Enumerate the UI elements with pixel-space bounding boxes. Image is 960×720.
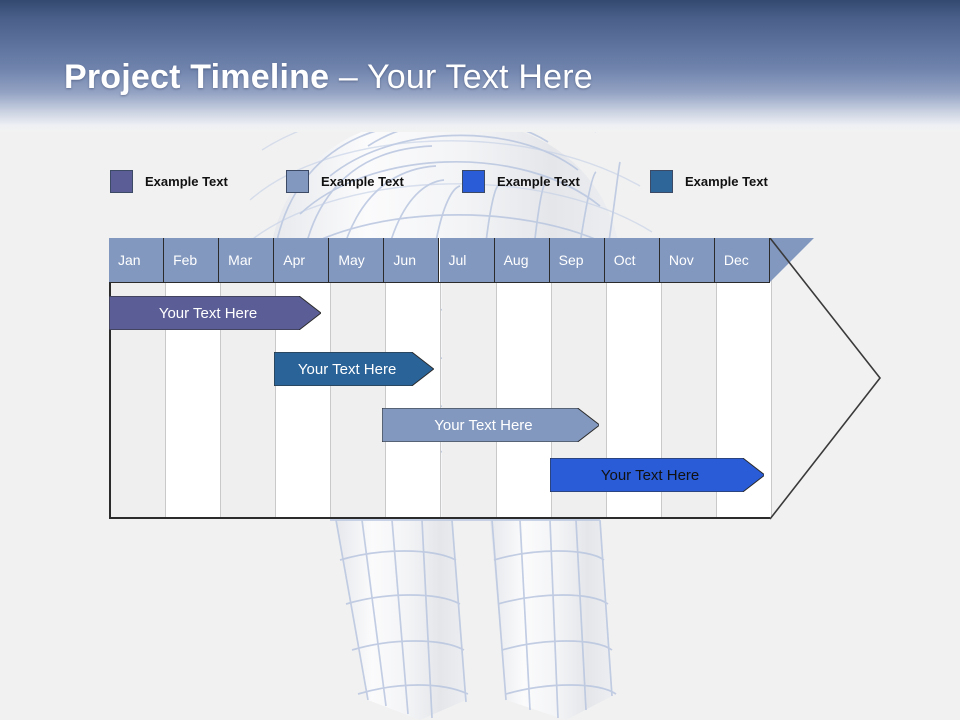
legend-item-4[interactable]: Example Text: [650, 166, 768, 196]
task-bar-label-4: Your Text Here: [600, 466, 700, 484]
timeline-column-jan: [111, 238, 167, 517]
timeline-task-bar-1[interactable]: Your Text Here: [109, 296, 322, 330]
month-header-may[interactable]: May: [329, 238, 385, 282]
timeline-task-bar-4[interactable]: Your Text Here: [549, 458, 765, 492]
legend-item-1[interactable]: Example Text: [110, 166, 228, 196]
page-title-rest: – Your Text Here: [329, 58, 593, 96]
timeline-column-mar: [221, 238, 277, 517]
legend: Example Text Example Text Example Text Exam…: [110, 166, 830, 196]
month-header-nov[interactable]: Nov: [659, 238, 715, 282]
header-arrow-cap: [770, 238, 814, 282]
legend-swatch-icon-2: [286, 169, 309, 193]
timeline-column-aug: [496, 238, 552, 517]
timeline-task-bar-2[interactable]: Your Text Here: [274, 352, 434, 386]
month-header-apr[interactable]: Apr: [274, 238, 330, 282]
page-title-bold: Project Timeline: [64, 58, 330, 96]
month-header-oct[interactable]: Oct: [604, 238, 660, 282]
legend-label-4: Example Text: [685, 173, 768, 189]
legend-swatch-icon-3: [462, 169, 485, 193]
month-header-dec[interactable]: Dec: [714, 238, 770, 282]
legend-item-2[interactable]: Example Text: [286, 166, 404, 196]
month-header-jan[interactable]: Jan: [109, 238, 165, 282]
header-underline: [109, 282, 770, 283]
legend-label-3: Example Text: [497, 173, 580, 189]
month-header-sep[interactable]: Sep: [549, 238, 605, 282]
month-header-aug[interactable]: Aug: [494, 238, 550, 282]
timeline-column-jul: [441, 238, 497, 517]
slide-banner: [0, 0, 960, 132]
task-bar-label-1: Your Text Here: [158, 304, 258, 322]
month-header-jun[interactable]: Jun: [384, 238, 440, 282]
timeline-task-bar-3[interactable]: Your Text Here: [381, 408, 600, 442]
page-title: Project Timeline – Your Text Here: [64, 58, 593, 97]
task-bar-label-3: Your Text Here: [434, 416, 533, 434]
timeline-column-feb: [166, 238, 222, 517]
month-header-jul[interactable]: Jul: [439, 238, 495, 282]
month-header-mar[interactable]: Mar: [219, 238, 275, 282]
legend-swatch-icon-1: [110, 169, 133, 193]
month-header-feb[interactable]: Feb: [164, 238, 220, 282]
legend-swatch-icon-4: [650, 169, 673, 193]
legend-label-1: Example Text: [145, 173, 228, 189]
legend-item-3[interactable]: Example Text: [462, 166, 580, 196]
task-bar-label-2: Your Text Here: [297, 360, 397, 378]
legend-label-2: Example Text: [321, 173, 404, 189]
